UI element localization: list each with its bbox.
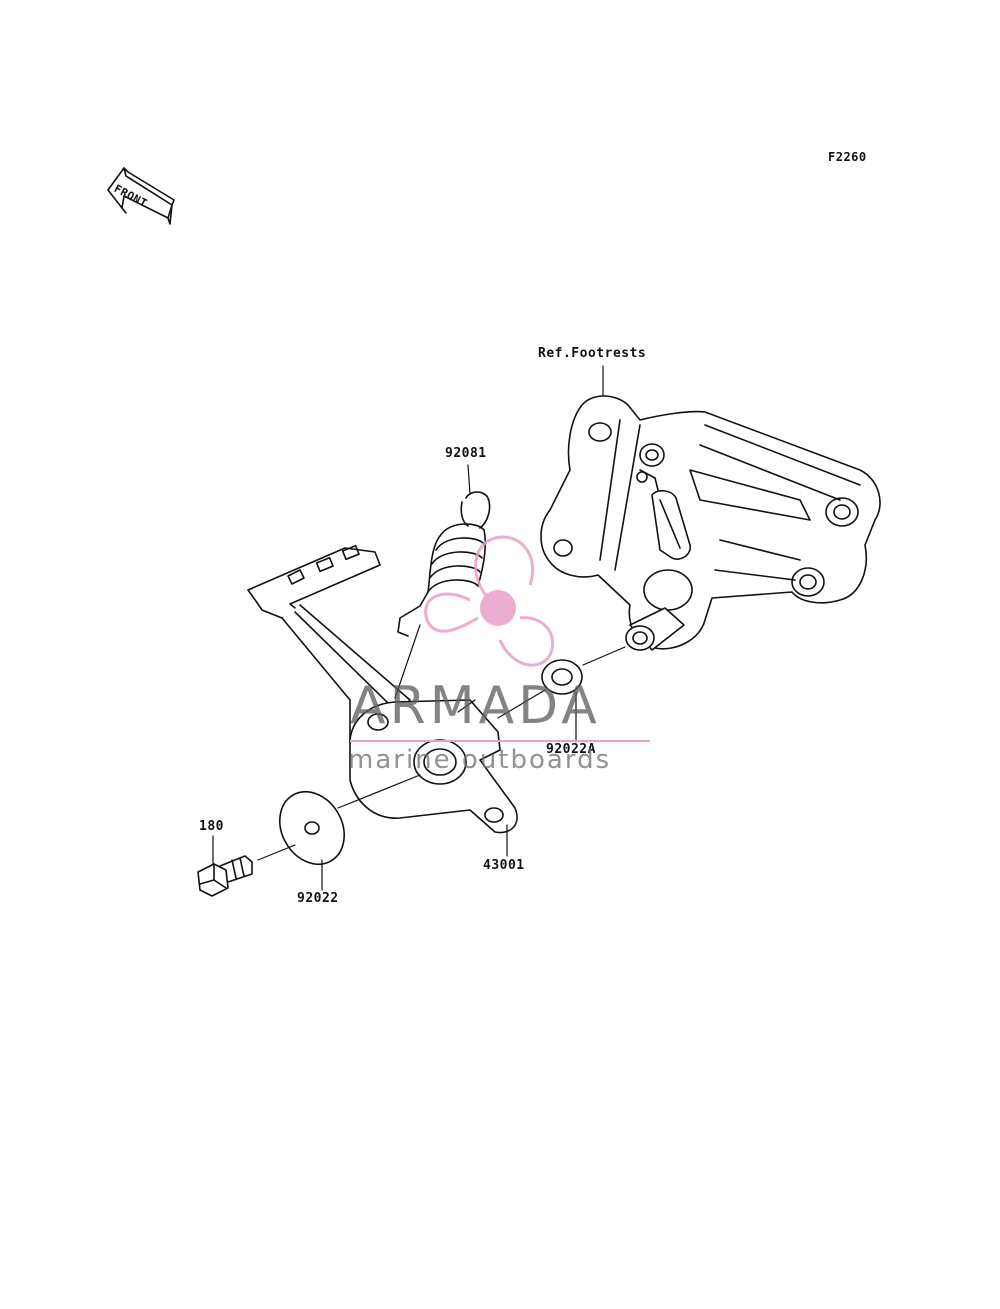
bolt-180 [197,855,253,897]
assembly-lines [257,624,626,861]
callout-92081: 92081 [445,446,487,461]
leader-lines [212,365,604,891]
watermark-brand: ARMADA [350,676,601,736]
watermark-tagline: marine outboards [348,745,612,775]
diagram-code: F2260 [828,150,867,164]
washer-92022 [279,791,345,865]
callout-43001: 43001 [483,858,525,873]
return-spring-92081 [397,491,491,637]
callout-ref-footrests: Ref.Footrests [538,346,647,361]
callout-180: 180 [199,819,224,834]
brake-pedal-43001 [247,544,518,834]
callout-92022: 92022 [297,891,339,906]
propeller-logo-icon [424,535,555,667]
front-arrow-icon [107,167,175,225]
callout-92022a: 92022A [546,742,596,757]
footrest-bracket [540,395,881,651]
washer-92022a [541,659,583,695]
